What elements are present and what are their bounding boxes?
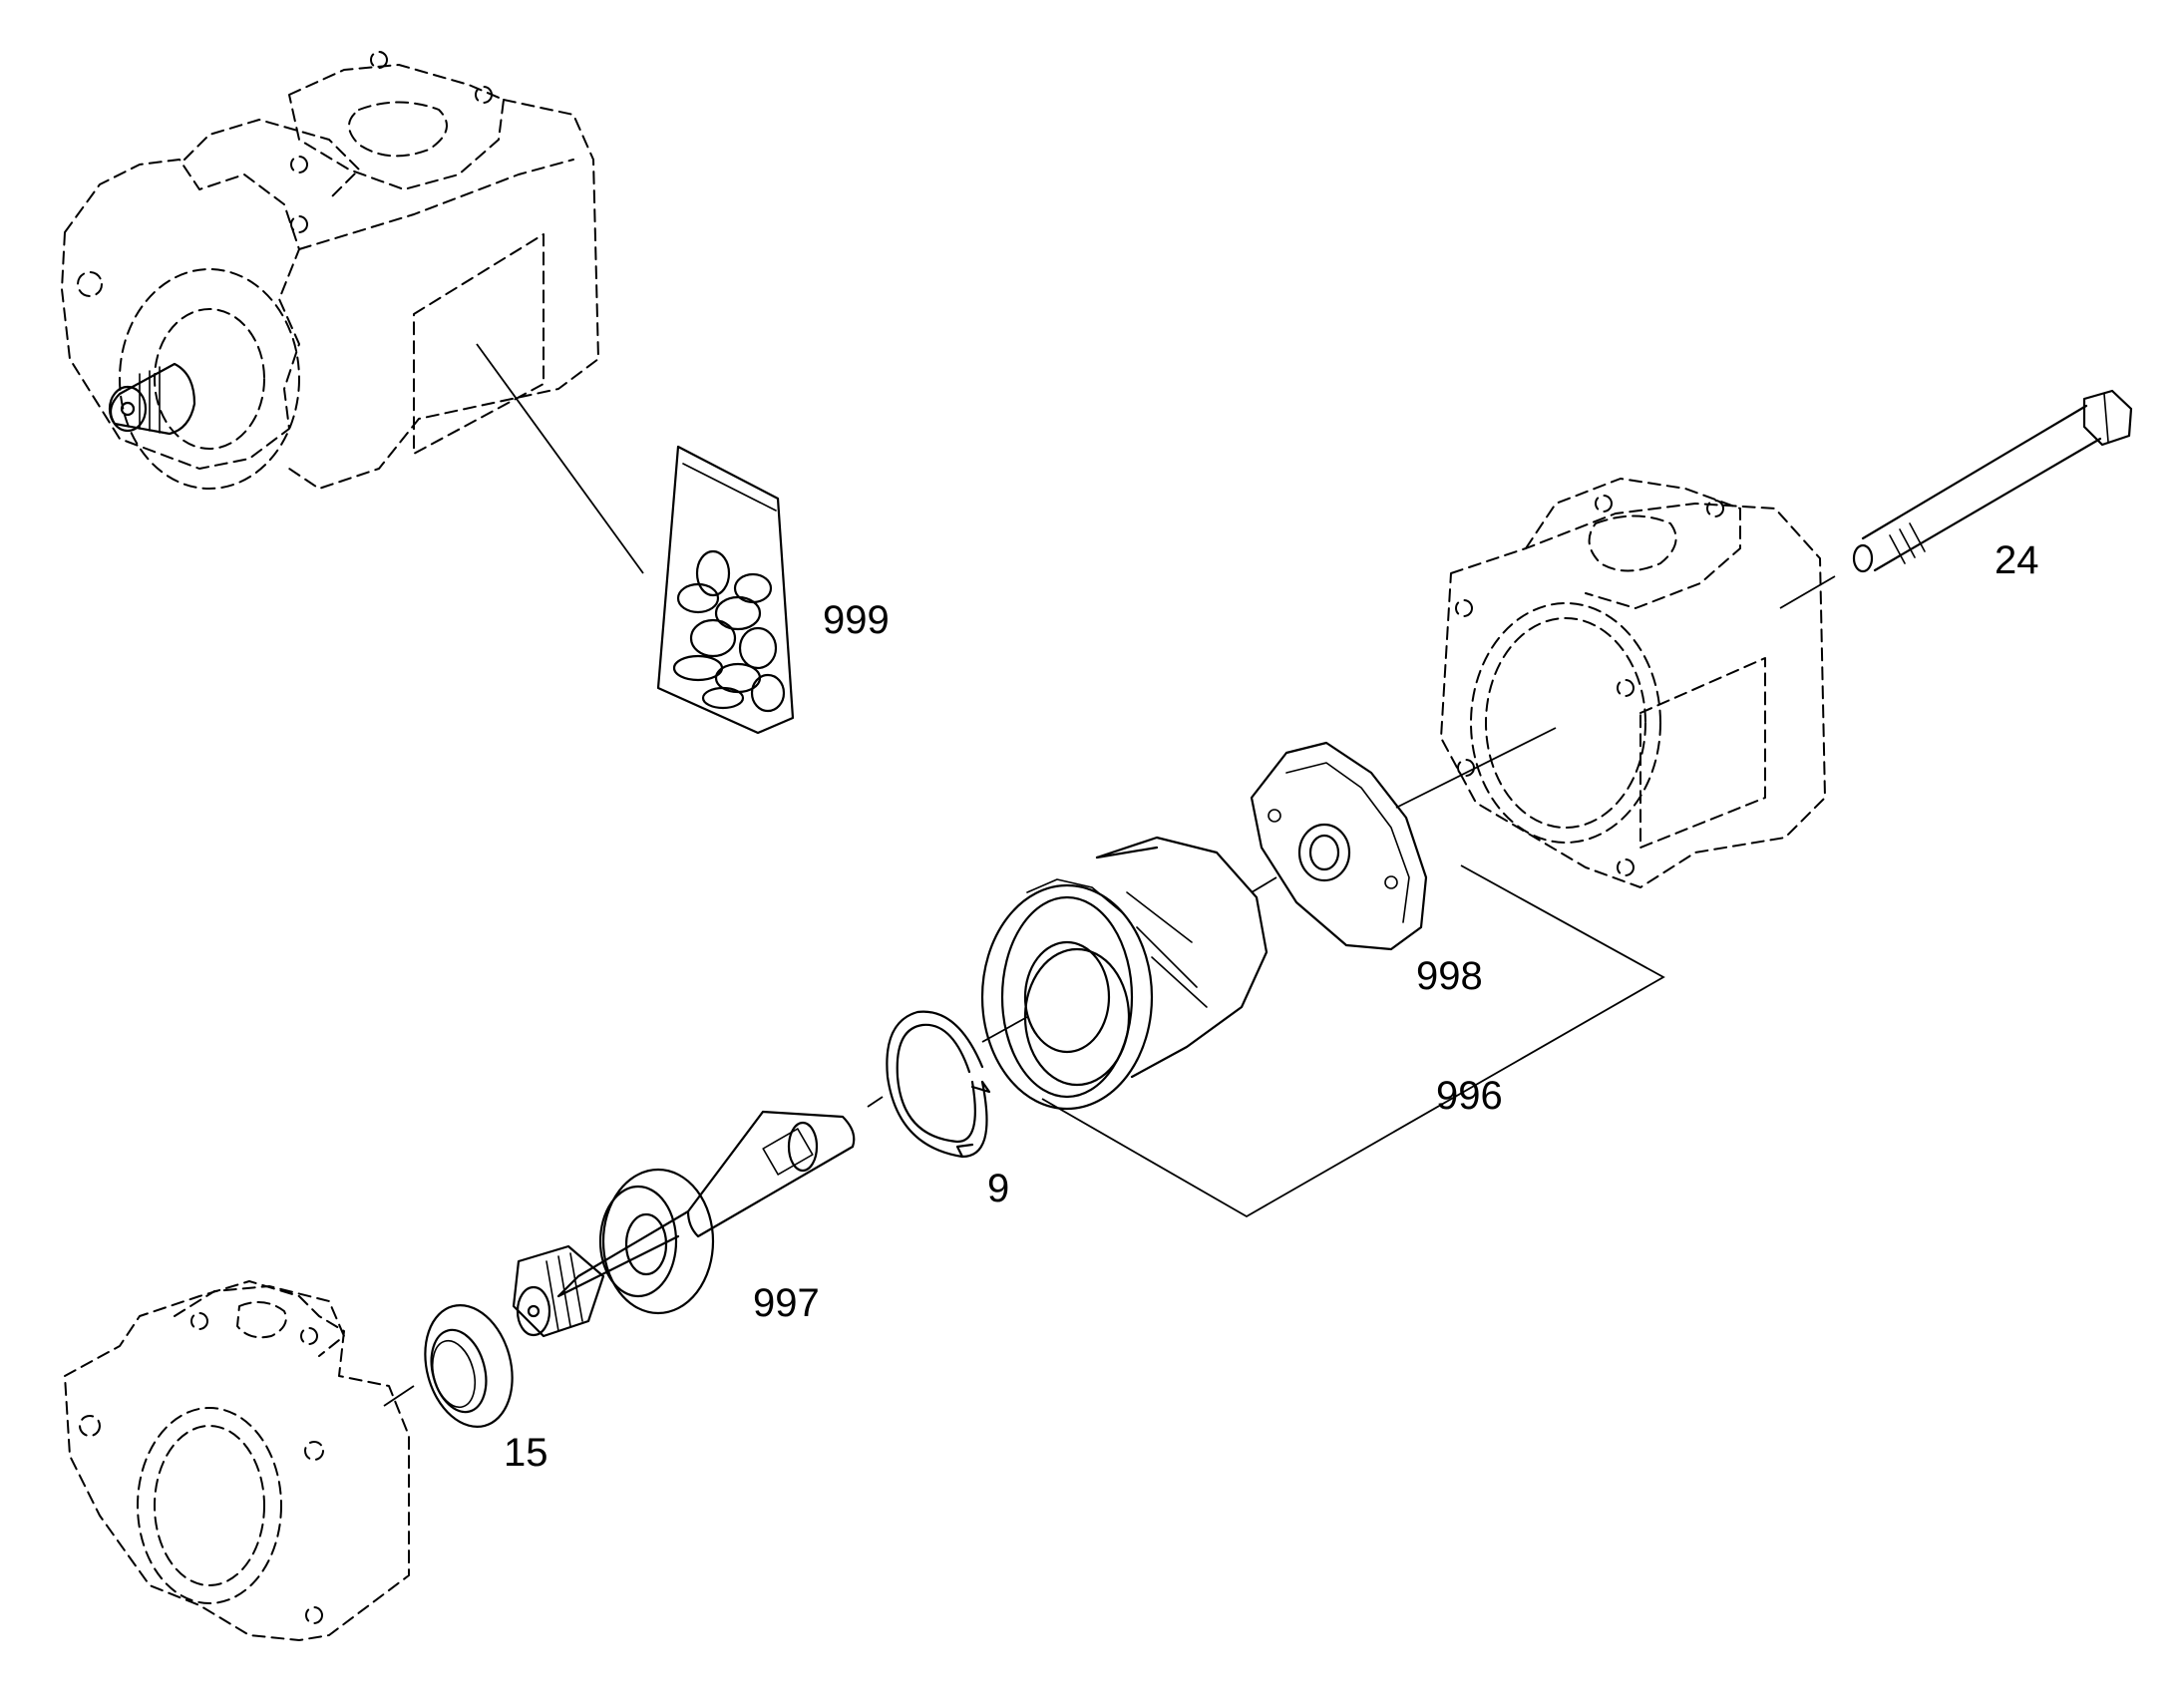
- snap-ring-axis-line: [867, 1096, 884, 1108]
- housing-axis-line: [1395, 727, 1557, 809]
- snap-ring: [886, 1010, 991, 1159]
- cartridge-axis-line: [981, 1016, 1028, 1043]
- seal-axis-line: [383, 1385, 415, 1407]
- leader-999: [476, 343, 644, 574]
- callout-998: 998: [1416, 954, 1483, 998]
- cover-plate: [1250, 741, 1428, 951]
- callout-15: 15: [504, 1431, 548, 1475]
- pump-housing: [1440, 478, 1826, 888]
- callout-9: 9: [987, 1167, 1009, 1210]
- callout-997: 997: [753, 1281, 820, 1325]
- callout-996: 996: [1436, 1074, 1503, 1118]
- seal-kit-bag: [656, 445, 795, 735]
- front-flange: [64, 1280, 410, 1641]
- bracket-998-996: [1041, 864, 1665, 1218]
- shaft-seal: [424, 1304, 514, 1428]
- callout-24: 24: [1995, 538, 2039, 582]
- plate-axis-line: [1251, 876, 1277, 893]
- long-bolt: [1852, 389, 2133, 573]
- bolt-axis-line: [1779, 575, 1836, 609]
- callout-999: 999: [823, 598, 890, 642]
- cartridge-kit: [980, 836, 1269, 1111]
- assembled-pump: [61, 51, 599, 490]
- shaft-with-bearing: [512, 1110, 856, 1338]
